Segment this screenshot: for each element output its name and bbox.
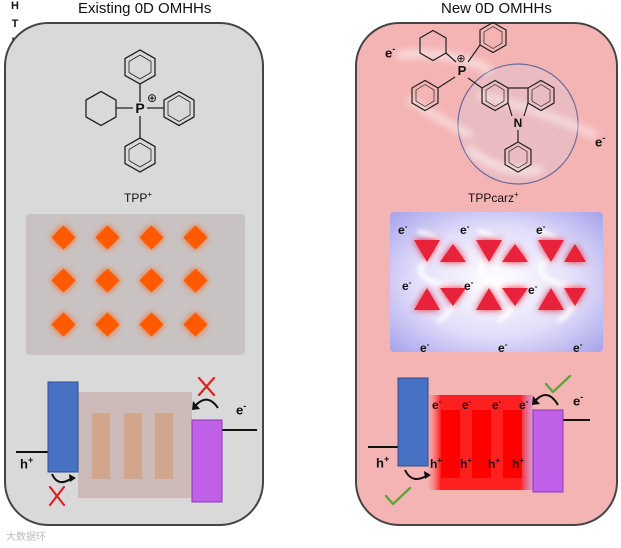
left-charge: ⊕ — [147, 91, 157, 105]
green-check-icon-lower — [384, 486, 412, 506]
device-electron-2: e- — [462, 397, 472, 412]
left-device — [16, 381, 257, 503]
tpp-molecule — [85, 49, 195, 173]
red-cross-icon — [197, 376, 216, 397]
right-electron-label-1: e- — [385, 44, 396, 61]
right-nitrogen: N — [514, 116, 523, 130]
left-title: Existing 0D OMHHs — [78, 0, 212, 17]
crystal-electron-6: e- — [528, 282, 538, 297]
molecule-glow — [397, 51, 598, 174]
left-cation-label: TPP+ — [124, 190, 153, 205]
device-hole-2: h+ — [460, 456, 473, 471]
device-electron-3: e- — [492, 397, 502, 412]
left-phosphorus: P — [135, 100, 144, 116]
crystal-electron-8: e- — [498, 340, 508, 355]
right-hole-label: h+ — [376, 454, 390, 471]
green-check-icon — [544, 374, 572, 394]
right-title: New 0D OMHHs — [441, 0, 552, 17]
diamond-array — [51, 225, 208, 337]
device-hole-4: h+ — [512, 456, 525, 471]
left-electron-label: e- — [236, 401, 247, 418]
device-electron-1: e- — [432, 397, 442, 412]
crystal-electron-4: e- — [402, 278, 412, 293]
left-hole-label: h+ — [20, 455, 34, 472]
crystal-electron-1: e- — [398, 222, 408, 237]
crystal-electron-9: e- — [573, 340, 583, 355]
carbazole-highlight — [457, 63, 579, 185]
right-electron-label-out: e- — [573, 392, 584, 409]
red-cross-icon-lower — [48, 485, 66, 507]
right-phosphorus: P — [458, 63, 467, 78]
right-electron-label-2: e- — [595, 133, 606, 150]
device-electron-4: e- — [519, 397, 529, 412]
right-cation-label: TPPcarz+ — [468, 190, 519, 205]
device-hole-1: h+ — [430, 456, 443, 471]
crystal-electron-5: e- — [464, 278, 474, 293]
watermark: 大数据环 — [6, 532, 46, 543]
device-hole-3: h+ — [488, 456, 501, 471]
triangle-array — [414, 240, 586, 310]
right-charge: ⊕ — [456, 52, 465, 65]
right-device — [368, 377, 590, 493]
crystal-electron-3: e- — [536, 222, 546, 237]
crystal-electron-7: e- — [420, 340, 430, 355]
crystal-electron-2: e- — [460, 222, 470, 237]
tppcarz-molecule — [411, 21, 555, 173]
